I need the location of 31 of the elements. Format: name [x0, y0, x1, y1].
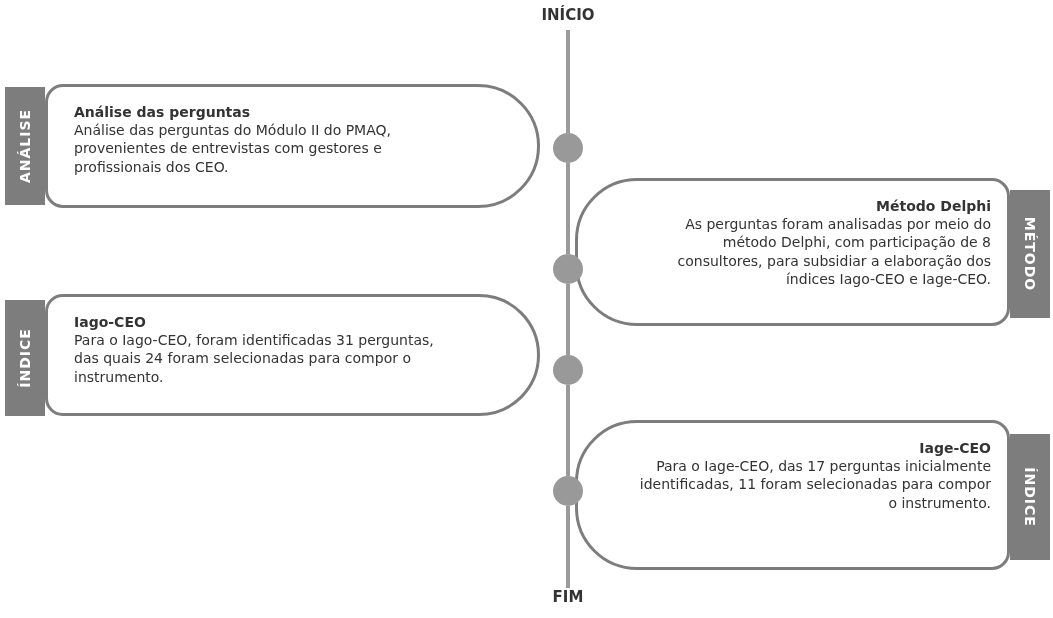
timeline-dot [553, 355, 583, 385]
phase-label: ÍNDICE [17, 328, 33, 388]
step-card [45, 294, 540, 416]
card-text: Análise das perguntas do Módulo II do PMAQ, provenientes de entrevistas com gestores e profissionais dos CEO. [74, 121, 392, 176]
phase-label: ANÁLISE [17, 108, 33, 184]
timeline-label: FIM [528, 588, 608, 612]
step-card [45, 84, 540, 208]
card-heading: Iage-CEO [918, 439, 991, 458]
card-text: Para o Iago-CEO, foram identificadas 31 perguntas, das quais 24 foram selecionadas para compor o instrumento. [74, 331, 435, 386]
card-text: As perguntas foram analisadas por meio do método Delphi, com participação de 8 consultores, para subsidiar a elaboração dos índices Iago-CEO e Iage-CEO. [676, 215, 991, 288]
timeline-line [566, 385, 570, 476]
phase-tab [1010, 190, 1050, 318]
step-card [575, 420, 1010, 570]
timeline-line [566, 506, 570, 588]
phase-tab [5, 300, 45, 416]
card-text: Para o Iage-CEO, das 17 perguntas inicialmente identificadas, 11 foram selecionadas para compor o instrumento. [638, 457, 991, 512]
card-heading: Iago-CEO [74, 313, 147, 332]
timeline-dot [553, 476, 583, 506]
timeline-line [566, 284, 570, 355]
phase-tab [1010, 434, 1050, 560]
card-heading: Método Delphi [875, 197, 991, 216]
phase-label: ÍNDICE [1022, 467, 1038, 527]
timeline-dot [553, 254, 583, 284]
timeline-label: INÍCIO [528, 6, 608, 30]
timeline-dot [553, 133, 583, 163]
step-card [575, 178, 1010, 326]
timeline-line [566, 30, 570, 133]
card-heading: Análise das perguntas [74, 103, 252, 122]
phase-tab [5, 87, 45, 205]
phase-label: MÉTODO [1022, 216, 1038, 292]
timeline-line [566, 163, 570, 254]
